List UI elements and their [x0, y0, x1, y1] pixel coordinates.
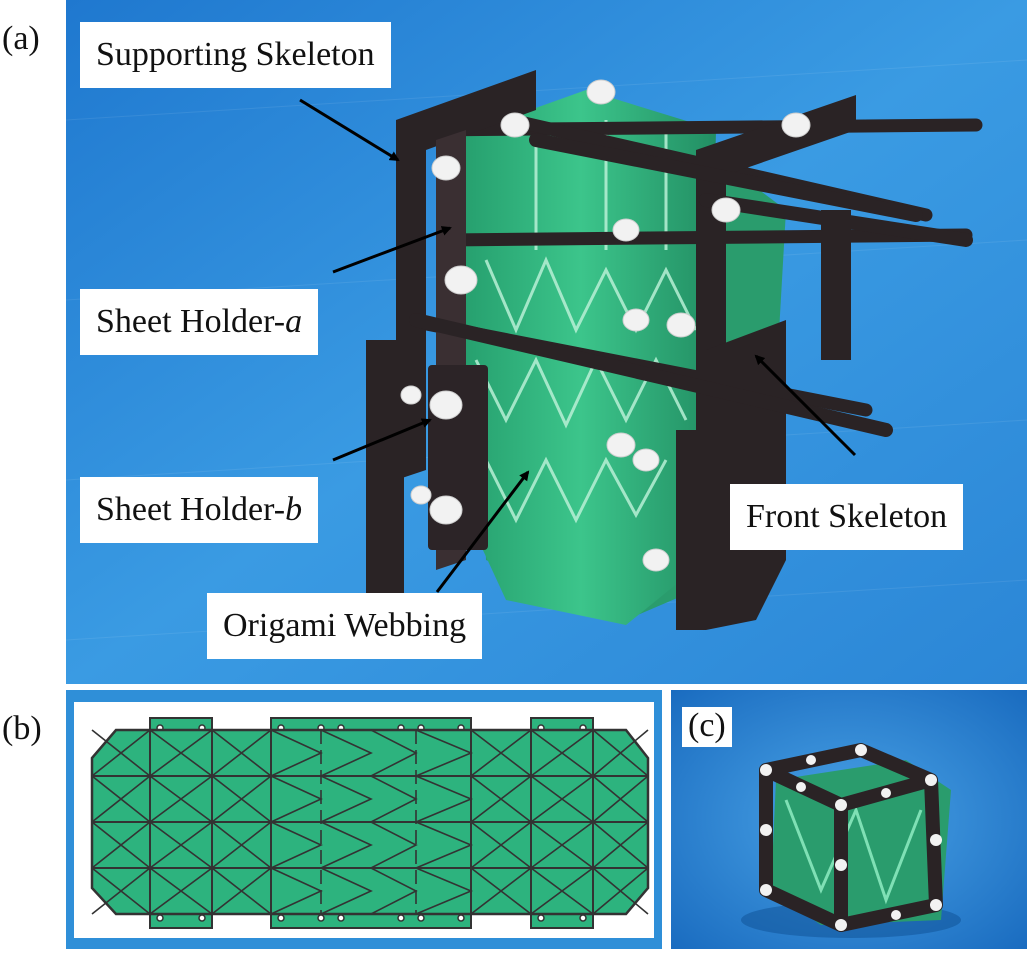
origami-webbing-label: Origami Webbing: [207, 593, 483, 659]
panel-c-photo: [671, 690, 1027, 949]
supporting-skeleton-label: Supporting Skeleton: [80, 22, 391, 88]
panel-a-tag: (a): [2, 20, 40, 57]
origami-pattern-illustration: [66, 690, 662, 949]
panel-c-tag: (c): [682, 707, 732, 747]
sheet-holder-a-letter: a: [285, 303, 303, 340]
sheet-holder-a-label: Sheet Holder-a: [80, 289, 319, 355]
sheet-holder-b-text: Sheet Holder-: [96, 491, 286, 528]
sheet-holder-a-text: Sheet Holder-: [96, 303, 286, 340]
sheet-holder-b-label: Sheet Holder-b: [80, 477, 319, 543]
front-skeleton-label: Front Skeleton: [730, 484, 964, 550]
panel-b-pattern: [66, 690, 662, 949]
sheet-holder-b-letter: b: [285, 491, 303, 528]
panel-b-tag: (b): [2, 710, 42, 747]
device-small-photo-illustration: [671, 690, 1027, 949]
